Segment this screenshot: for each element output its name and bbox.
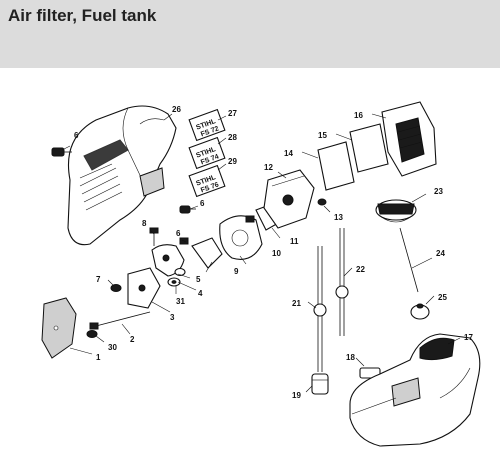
label-7: 7 [96, 275, 101, 284]
shroud-cover [67, 105, 177, 246]
label-16: 16 [354, 111, 363, 120]
retainer-cord-24 [399, 227, 419, 293]
plate-1 [41, 297, 77, 359]
header-bar: Air filter, Fuel tank [0, 0, 500, 68]
nut-7 [110, 284, 122, 292]
intake-bracket-3 [127, 267, 161, 309]
label-8: 8 [142, 219, 147, 228]
label-25: 25 [438, 293, 447, 302]
page-title: Air filter, Fuel tank [8, 6, 157, 25]
label-9: 9 [234, 267, 239, 276]
exploded-parts-diagram: STIHL FS 72 STIHL FS 74 STIHL FS 76 [41, 101, 481, 447]
label-6: 6 [200, 199, 205, 208]
filter-element-14 [317, 141, 355, 191]
washer-31 [167, 277, 181, 287]
label-22: 22 [356, 265, 365, 274]
label-17: 17 [464, 333, 473, 342]
leader-lines [61, 113, 461, 393]
callout-labels: 6 26 27 28 29 6 8 6 5 4 31 9 10 11 12 13… [74, 105, 473, 400]
label-29: 29 [228, 157, 237, 166]
screw-8 [149, 227, 159, 246]
label-13: 13 [334, 213, 343, 222]
nut-4 [174, 267, 186, 277]
fuel-hose-21 [313, 246, 327, 372]
model-badge-fs76: STIHL FS 76 [188, 164, 226, 198]
label-11: 11 [290, 237, 299, 246]
fuel-tank-17 [349, 333, 481, 447]
filter-cover-16 [381, 101, 437, 177]
label-18: 18 [346, 353, 355, 362]
carburetor-10 [219, 215, 263, 260]
label-3: 3 [170, 313, 175, 322]
label-1: 1 [96, 353, 101, 362]
label-24: 24 [436, 249, 445, 258]
gasket-9 [191, 237, 223, 269]
screw-6-top [51, 147, 72, 157]
label-30: 30 [108, 343, 117, 352]
label-4: 4 [198, 289, 203, 298]
label-31: 31 [176, 297, 185, 306]
washer-30 [86, 330, 98, 338]
label-2: 2 [130, 335, 135, 344]
label-15: 15 [318, 131, 327, 140]
label-5: 5 [196, 275, 201, 284]
screw-13 [317, 198, 327, 206]
label-23: 23 [434, 187, 443, 196]
model-badge-fs74: STIHL FS 74 [188, 136, 226, 170]
label-19: 19 [292, 391, 301, 400]
bracket-5 [151, 244, 185, 277]
screw-6-middle [179, 205, 196, 214]
filter-pad-15 [349, 123, 389, 173]
fuel-cap-23 [375, 199, 417, 223]
fuel-hose-22 [335, 228, 349, 336]
label-27: 27 [228, 109, 237, 118]
label-21: 21 [292, 299, 301, 308]
model-badge-fs72: STIHL FS 72 [188, 108, 226, 142]
label-28: 28 [228, 133, 237, 142]
label-12: 12 [264, 163, 273, 172]
fuel-pickup-19 [311, 373, 329, 395]
bolt-2 [89, 311, 151, 330]
label-14: 14 [284, 149, 293, 158]
seal-25 [410, 303, 430, 320]
label-6: 6 [74, 131, 79, 140]
label-10: 10 [272, 249, 281, 258]
label-6: 6 [176, 229, 181, 238]
filter-base-12 [263, 169, 315, 229]
label-26: 26 [172, 105, 181, 114]
